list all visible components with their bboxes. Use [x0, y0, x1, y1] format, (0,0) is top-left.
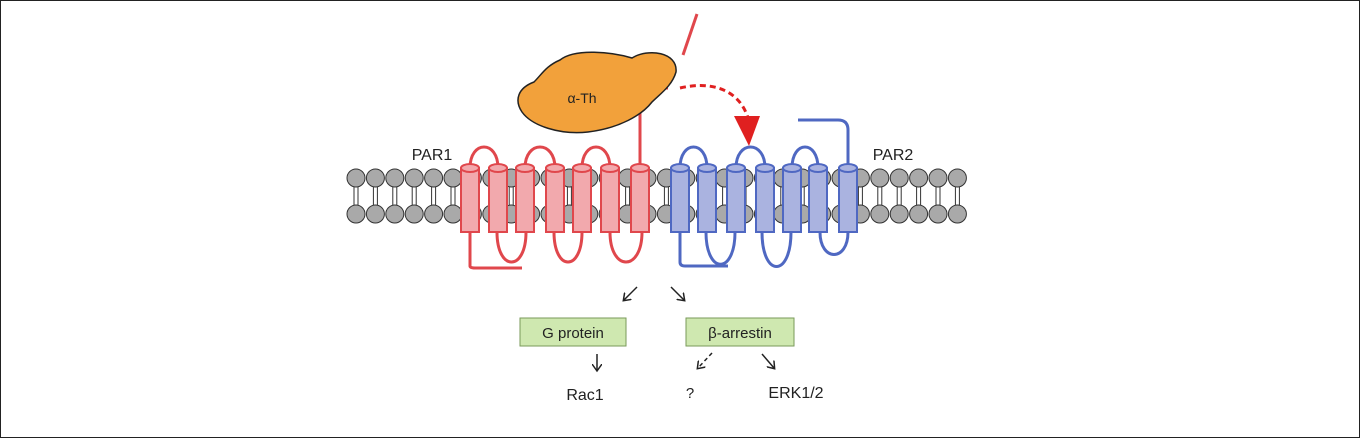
lipid-head: [909, 168, 929, 188]
lipid-head: [385, 168, 405, 188]
lipid-head: [365, 204, 385, 224]
helix-body: [670, 167, 690, 233]
helix-cap: [808, 163, 828, 173]
helix-body: [755, 167, 775, 233]
lipid-head: [870, 204, 890, 224]
thrombin-label: α-Th: [567, 90, 596, 106]
helix-body: [782, 167, 802, 233]
helix-body: [460, 167, 480, 233]
lipid-head: [947, 204, 967, 224]
helix-body: [488, 167, 508, 233]
lipid-head: [443, 204, 463, 224]
helix-cap: [697, 163, 717, 173]
par1-cleaved-peptide: [681, 13, 699, 56]
helix-body: [838, 167, 858, 233]
beta-arrestin-box: [685, 317, 795, 347]
helix-cap: [838, 163, 858, 173]
lipid-head: [385, 204, 405, 224]
lipid-head: [424, 204, 444, 224]
arrow-to-unknown: [698, 352, 713, 368]
lipid-head: [947, 168, 967, 188]
helix-body: [726, 167, 746, 233]
helix-body: [630, 167, 650, 233]
lipid-head: [404, 168, 424, 188]
par2-receptor: [678, 118, 850, 268]
helix-body: [515, 167, 535, 233]
par2-c-tail: [678, 232, 728, 268]
helix-body: [572, 167, 592, 233]
lipid-head: [928, 204, 948, 224]
par2-loop-path: [678, 145, 850, 268]
helix-cap: [545, 163, 565, 173]
transactivation-arrowhead: [734, 116, 760, 146]
lipid-head: [909, 204, 929, 224]
helix-cap: [782, 163, 802, 173]
helix-cap: [726, 163, 746, 173]
arrow-to-beta-arrestin: [670, 286, 684, 300]
lipid-head: [365, 168, 385, 188]
par1-label: PAR1: [412, 147, 453, 164]
lipid-head: [889, 204, 909, 224]
lipid-head: [346, 204, 366, 224]
unknown-effector-label: ?: [686, 385, 694, 402]
lipid-head: [889, 168, 909, 188]
g-protein-box: [519, 317, 627, 347]
lipid-bilayer: [346, 168, 967, 224]
helix-body: [697, 167, 717, 233]
helix-body: [600, 167, 620, 233]
arrow-to-g-protein: [624, 286, 638, 300]
helix-cap: [460, 163, 480, 173]
helix-cap: [515, 163, 535, 173]
transmembrane-helices: [460, 163, 858, 233]
lipid-head: [346, 168, 366, 188]
lipid-head: [443, 168, 463, 188]
par2-n-terminus: [798, 118, 850, 168]
par1-c-tail: [468, 232, 522, 270]
erk-label: ERK1/2: [768, 385, 823, 402]
lipid-head: [928, 168, 948, 188]
lipid-head: [424, 168, 444, 188]
helix-cap: [488, 163, 508, 173]
beta-arrestin-label: β-arrestin: [708, 325, 772, 342]
lipid-head: [870, 168, 890, 188]
helix-cap: [600, 163, 620, 173]
helix-body: [808, 167, 828, 233]
g-protein-label: G protein: [542, 325, 604, 342]
helix-cap: [670, 163, 690, 173]
par1-loop-path: [468, 145, 644, 264]
par2-label: PAR2: [873, 147, 914, 164]
arrow-to-erk: [761, 353, 774, 368]
lipid-head: [404, 204, 424, 224]
helix-cap: [755, 163, 775, 173]
transactivation-arrow: [679, 84, 750, 119]
thrombin-shape: [517, 51, 677, 134]
helix-cap: [572, 163, 592, 173]
helix-cap: [630, 163, 650, 173]
helix-body: [545, 167, 565, 233]
rac1-label: Rac1: [566, 387, 603, 404]
